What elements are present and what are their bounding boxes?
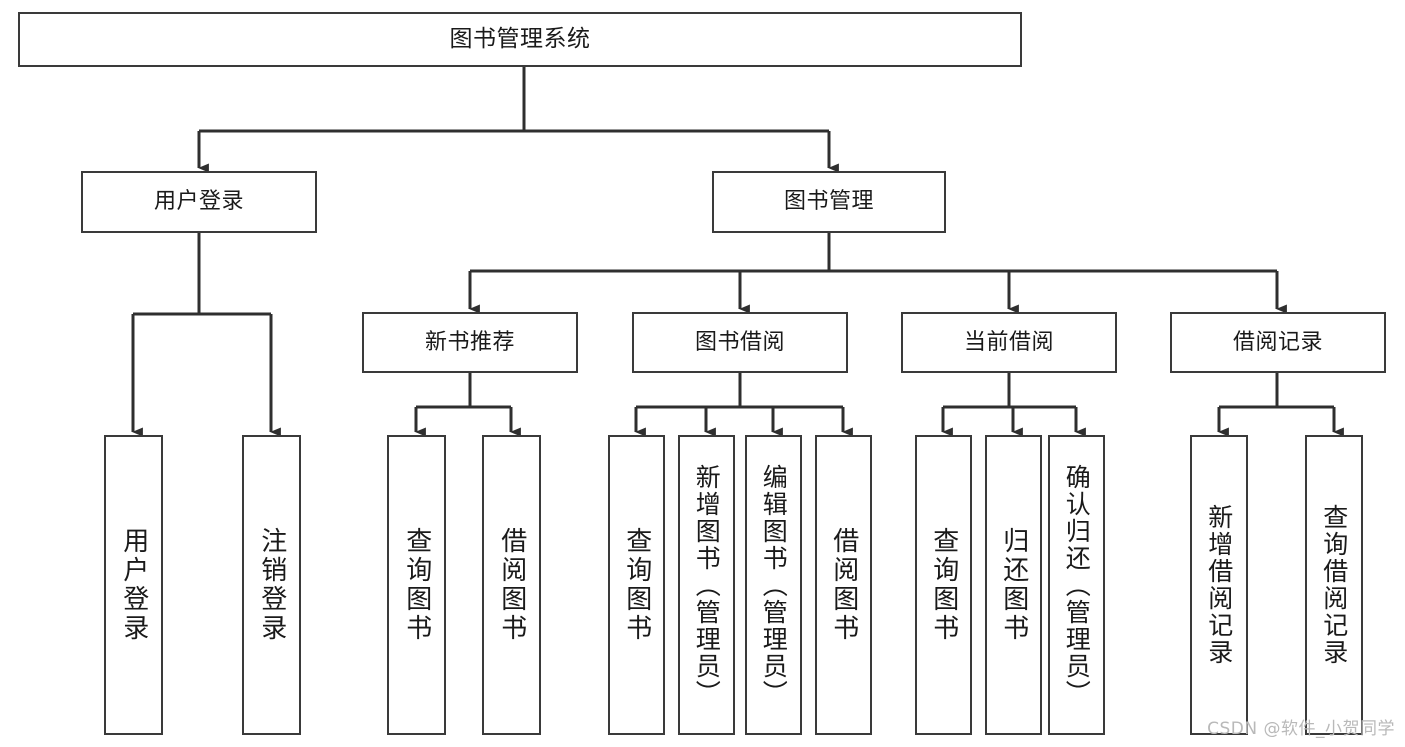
node-user-login[interactable]: 用户登录 <box>81 171 317 233</box>
node-leaf-add-book[interactable]: 新增图书（管理员） <box>678 435 735 735</box>
node-leaf-edit-book[interactable]: 编辑图书（管理员） <box>745 435 802 735</box>
node-leaf-query-book-1[interactable]: 查询图书 <box>387 435 446 735</box>
node-leaf-query-book-3[interactable]: 查询图书 <box>915 435 972 735</box>
node-book-manage-label: 图书管理 <box>783 189 874 215</box>
node-new-book-rec[interactable]: 新书推荐 <box>362 312 578 373</box>
node-leaf-query-record-label: 查询借阅记录 <box>1319 504 1349 666</box>
node-leaf-return-book-label: 归还图书 <box>998 527 1029 643</box>
node-leaf-add-record[interactable]: 新增借阅记录 <box>1190 435 1248 735</box>
node-leaf-query-book-1-label: 查询图书 <box>401 527 432 643</box>
node-leaf-user-login[interactable]: 用户登录 <box>104 435 163 735</box>
node-leaf-borrow-book-1[interactable]: 借阅图书 <box>482 435 541 735</box>
node-leaf-query-book-2-label: 查询图书 <box>621 527 652 643</box>
node-leaf-user-logout[interactable]: 注销登录 <box>242 435 301 735</box>
node-leaf-confirm-return[interactable]: 确认归还（管理员） <box>1048 435 1105 735</box>
node-book-borrow-label: 图书借阅 <box>694 329 785 355</box>
node-borrow-record-label: 借阅记录 <box>1232 329 1323 355</box>
node-current-borrow-label: 当前借阅 <box>963 329 1054 355</box>
node-user-login-label: 用户登录 <box>153 189 244 215</box>
node-leaf-confirm-return-label: 确认归还（管理员） <box>1062 463 1092 707</box>
node-leaf-query-record[interactable]: 查询借阅记录 <box>1305 435 1363 735</box>
node-new-book-rec-label: 新书推荐 <box>424 329 515 355</box>
node-root-label: 图书管理系统 <box>449 25 591 52</box>
node-leaf-borrow-book-2-label: 借阅图书 <box>828 527 859 643</box>
node-borrow-record[interactable]: 借阅记录 <box>1170 312 1386 373</box>
node-current-borrow[interactable]: 当前借阅 <box>901 312 1117 373</box>
node-root[interactable]: 图书管理系统 <box>18 12 1022 67</box>
node-leaf-add-book-label: 新增图书（管理员） <box>692 463 722 707</box>
node-book-manage[interactable]: 图书管理 <box>712 171 946 233</box>
node-leaf-user-logout-label: 注销登录 <box>256 527 287 643</box>
node-leaf-return-book[interactable]: 归还图书 <box>985 435 1042 735</box>
node-leaf-query-book-2[interactable]: 查询图书 <box>608 435 665 735</box>
node-book-borrow[interactable]: 图书借阅 <box>632 312 848 373</box>
node-leaf-query-book-3-label: 查询图书 <box>928 527 959 643</box>
node-leaf-borrow-book-2[interactable]: 借阅图书 <box>815 435 872 735</box>
node-leaf-borrow-book-1-label: 借阅图书 <box>496 527 527 643</box>
watermark: CSDN @软件_小贺同学 <box>1207 719 1395 739</box>
node-leaf-edit-book-label: 编辑图书（管理员） <box>759 463 789 707</box>
node-leaf-add-record-label: 新增借阅记录 <box>1204 504 1234 666</box>
node-leaf-user-login-label: 用户登录 <box>118 527 149 643</box>
